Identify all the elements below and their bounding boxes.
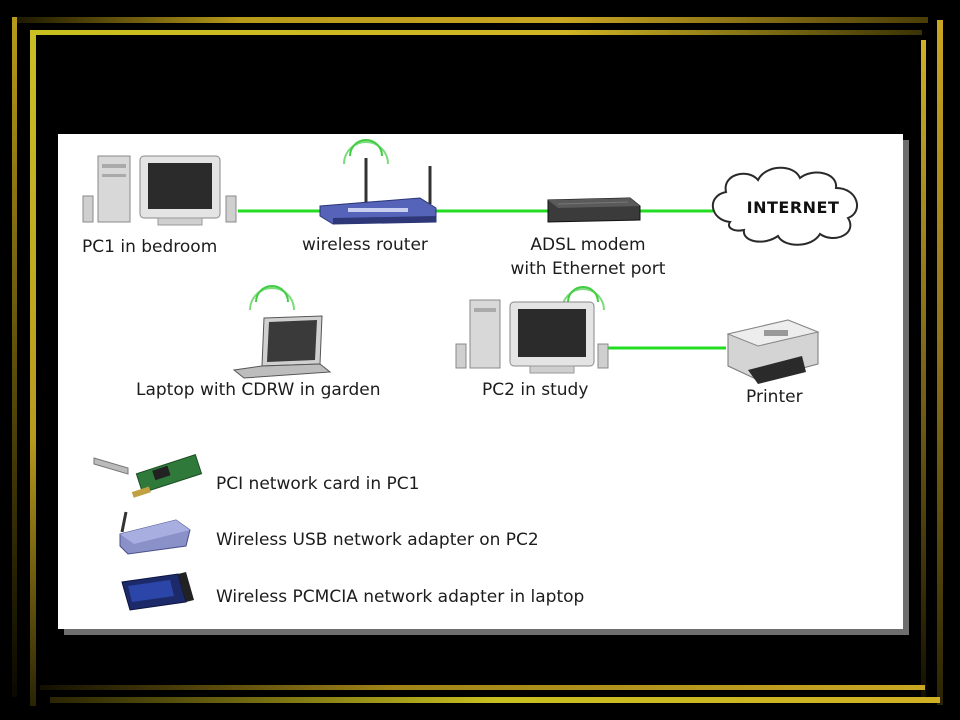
frame-bar-bottom-outer	[50, 697, 940, 703]
network-diagram-panel: INTERNET PC1 in bedroom wireless router …	[58, 134, 903, 629]
frame-bar-top-inner	[32, 30, 922, 35]
usb-adapter-icon	[119, 511, 191, 555]
pcmcia-card-icon	[121, 572, 194, 611]
pc2-label: PC2 in study	[482, 380, 589, 400]
frame-bar-top-outer	[12, 17, 928, 23]
adsl-modem-label-line1: ADSL modem	[530, 235, 646, 255]
frame-bar-bottom-inner	[40, 685, 925, 690]
printer-icon	[726, 319, 820, 384]
frame-bar-left-outer	[12, 17, 17, 697]
pc1-label: PC1 in bedroom	[82, 237, 218, 257]
frame-bar-right-inner	[921, 40, 926, 700]
frame-bar-right-outer	[937, 20, 943, 705]
pc1-icon	[82, 155, 237, 226]
laptop-label: Laptop with CDRW in garden	[136, 380, 381, 400]
adsl-modem-icon	[547, 197, 641, 223]
wireless-router-label: wireless router	[302, 235, 428, 255]
printer-label: Printer	[746, 387, 803, 407]
wireless-router-icon	[319, 139, 437, 225]
frame-bar-left-inner	[30, 30, 36, 706]
adsl-modem-label-line2: with Ethernet port	[510, 259, 666, 279]
internet-cloud-icon	[711, 166, 859, 246]
laptop-icon	[232, 285, 332, 379]
legend-item-pcmcia-adapter: Wireless PCMCIA network adapter in lapto…	[216, 587, 585, 607]
legend-item-usb-adapter: Wireless USB network adapter on PC2	[216, 530, 539, 550]
network-diagram	[82, 139, 859, 611]
legend-item-pci-card: PCI network card in PC1	[216, 474, 420, 494]
internet-label: INTERNET	[746, 198, 840, 217]
pc2-icon	[455, 286, 609, 374]
pci-card-icon	[93, 453, 203, 498]
